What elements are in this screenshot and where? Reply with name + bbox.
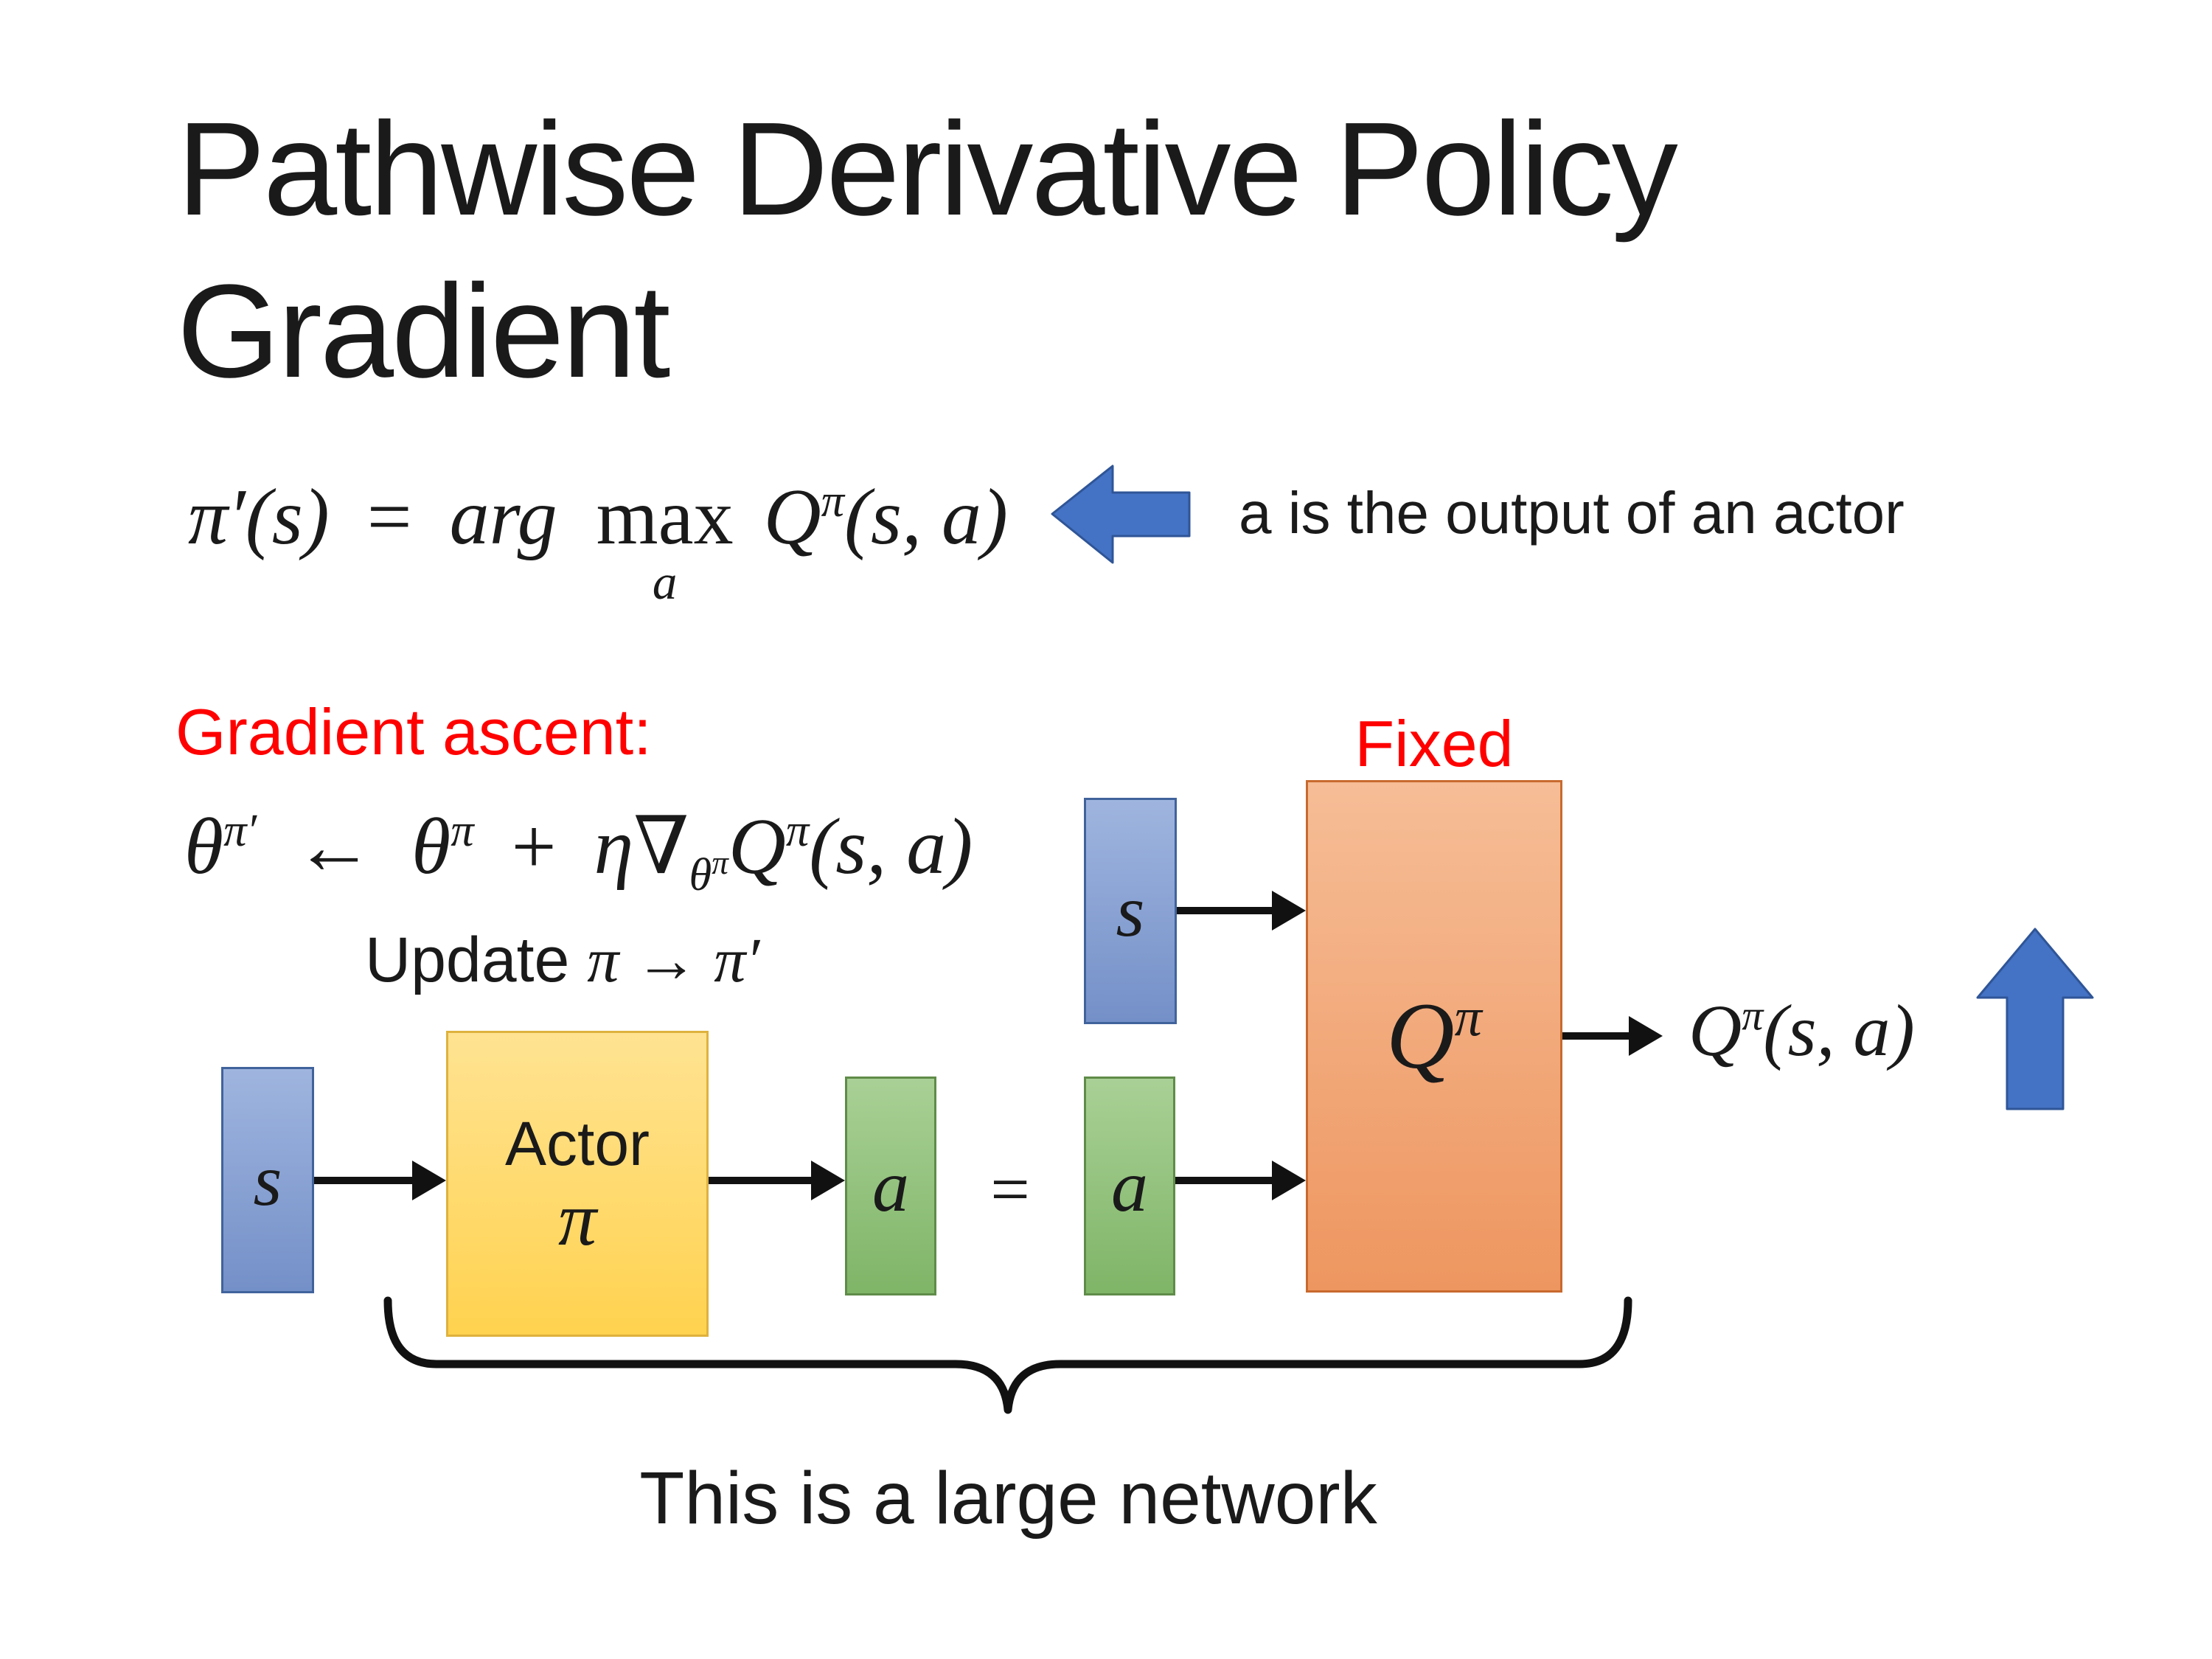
eq-grad-args: (s, a) <box>809 803 973 891</box>
eq-grad-q-sup: π <box>785 804 810 856</box>
eq-grad-nabla-sub-sup: π <box>712 844 728 881</box>
eq-grad-nabla-sub-theta: θ <box>689 848 712 900</box>
arrow-state-to-qnetwork <box>1177 907 1272 914</box>
eq-grad-nabla-sub: θπ <box>689 846 728 900</box>
eq-grad-eta: η <box>594 803 634 891</box>
q-network-box-label: Qπ <box>1386 984 1482 1088</box>
large-network-caption: This is a large network <box>639 1457 1377 1540</box>
q-output-sup: π <box>1742 991 1764 1040</box>
eq-argmax-max: max <box>596 473 734 561</box>
eq-grad-q: Q <box>728 803 786 891</box>
eq-grad-theta2-sup: π <box>451 804 474 856</box>
eq-argmax-max-subscript: a <box>652 554 678 610</box>
eq-argmax-arg: arg <box>449 473 557 561</box>
fixed-label: Fixed <box>1354 707 1514 780</box>
annotation-a-is-actor-output: a is the output of an actor <box>1239 480 1905 546</box>
eq-grad-nabla: ∇ <box>633 803 689 891</box>
page-title: Pathwise Derivative Policy Gradient <box>177 95 1678 406</box>
arrow-qnetwork-to-output <box>1562 1032 1629 1040</box>
update-math: π → π′ <box>587 925 760 995</box>
action-box-output-label: a <box>872 1145 909 1227</box>
q-network-box: Qπ <box>1306 780 1562 1293</box>
action-box-output: a <box>845 1077 936 1295</box>
state-box-qinput: s <box>1084 798 1177 1024</box>
equation-gradient-ascent: θπ′ ← θπ + η∇θπQπ(s, a) <box>184 800 973 897</box>
actor-box-pi-label: π <box>557 1177 597 1262</box>
eq-grad-left-arrow: ← <box>294 803 375 891</box>
eq-argmax-q-sup: π <box>821 475 844 526</box>
equation-argmax: π′(s) = arg max a Qπ(s, a) <box>188 472 1008 610</box>
gradient-ascent-label: Gradient ascent: <box>175 695 652 768</box>
eq-argmax-lhs: π′(s) <box>188 473 330 561</box>
up-block-arrow-icon <box>1976 928 2094 1110</box>
update-prefix: Update <box>365 925 588 995</box>
underbrace <box>383 1296 1633 1414</box>
actor-network-box: Actor π <box>446 1031 709 1337</box>
left-block-arrow-icon <box>1051 465 1191 564</box>
state-box-input: s <box>221 1067 314 1293</box>
eq-argmax-max-operator: max a <box>596 472 734 610</box>
eq-argmax-equals: = <box>366 473 412 561</box>
state-box-qinput-label: s <box>1116 870 1145 952</box>
update-pi-label: Update π → π′ <box>365 923 759 997</box>
eq-grad-theta1-sup: π′ <box>223 804 257 856</box>
q-output-args: (s, a) <box>1763 990 1915 1071</box>
eq-argmax-q: Q <box>763 473 821 561</box>
actor-box-label: Actor <box>504 1108 650 1178</box>
arrow-actor-to-action <box>709 1177 811 1184</box>
action-box-qinput: a <box>1084 1077 1175 1295</box>
eq-grad-theta2: θ <box>411 803 451 891</box>
eq-grad-theta1: θ <box>184 803 224 891</box>
equals-sign: = <box>990 1150 1030 1228</box>
q-output-q: Q <box>1688 990 1742 1071</box>
arrow-action-to-qnetwork <box>1175 1177 1272 1184</box>
arrow-state-to-actor <box>314 1177 412 1184</box>
state-box-input-label: s <box>253 1139 282 1221</box>
q-value-output-label: Qπ(s, a) <box>1688 988 1915 1073</box>
eq-argmax-args: (s, a) <box>844 473 1008 561</box>
eq-grad-plus: + <box>511 803 557 891</box>
action-box-qinput-label: a <box>1111 1145 1148 1227</box>
